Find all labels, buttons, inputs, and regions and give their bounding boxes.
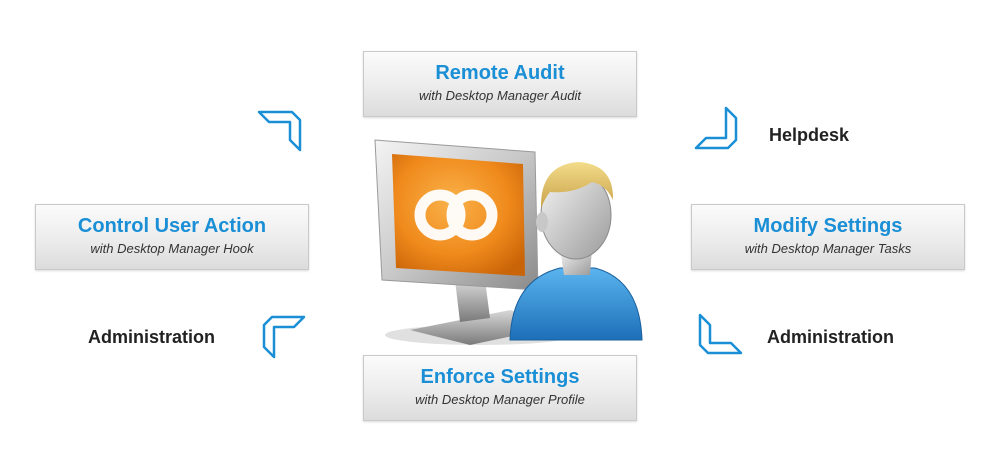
corner-arrow-bottom-right-icon — [698, 313, 743, 355]
node-subtitle: with Desktop Manager Hook — [90, 241, 254, 256]
node-title: Control User Action — [77, 215, 267, 237]
node-title: Enforce Settings — [420, 366, 580, 388]
corner-arrow-top-right-icon — [694, 106, 738, 150]
label-administration-right: Administration — [767, 327, 895, 347]
node-modify-settings: Modify Settings with Desktop Manager Tas… — [691, 204, 965, 270]
corner-arrow-bottom-left-icon — [262, 315, 306, 359]
label-administration-left: Administration — [88, 327, 216, 347]
node-title: Modify Settings — [753, 215, 903, 237]
node-remote-audit: Remote Audit with Desktop Manager Audit — [363, 51, 637, 117]
label-helpdesk: Helpdesk — [769, 125, 850, 145]
corner-arrow-top-left-icon — [257, 110, 302, 152]
node-title: Remote Audit — [435, 62, 565, 84]
node-subtitle: with Desktop Manager Profile — [415, 392, 585, 407]
node-control-user-action: Control User Action with Desktop Manager… — [35, 204, 309, 270]
node-subtitle: with Desktop Manager Audit — [418, 88, 582, 103]
node-enforce-settings: Enforce Settings with Desktop Manager Pr… — [363, 355, 637, 421]
computer-with-user-icon — [374, 139, 643, 345]
node-subtitle: with Desktop Manager Tasks — [744, 241, 912, 256]
